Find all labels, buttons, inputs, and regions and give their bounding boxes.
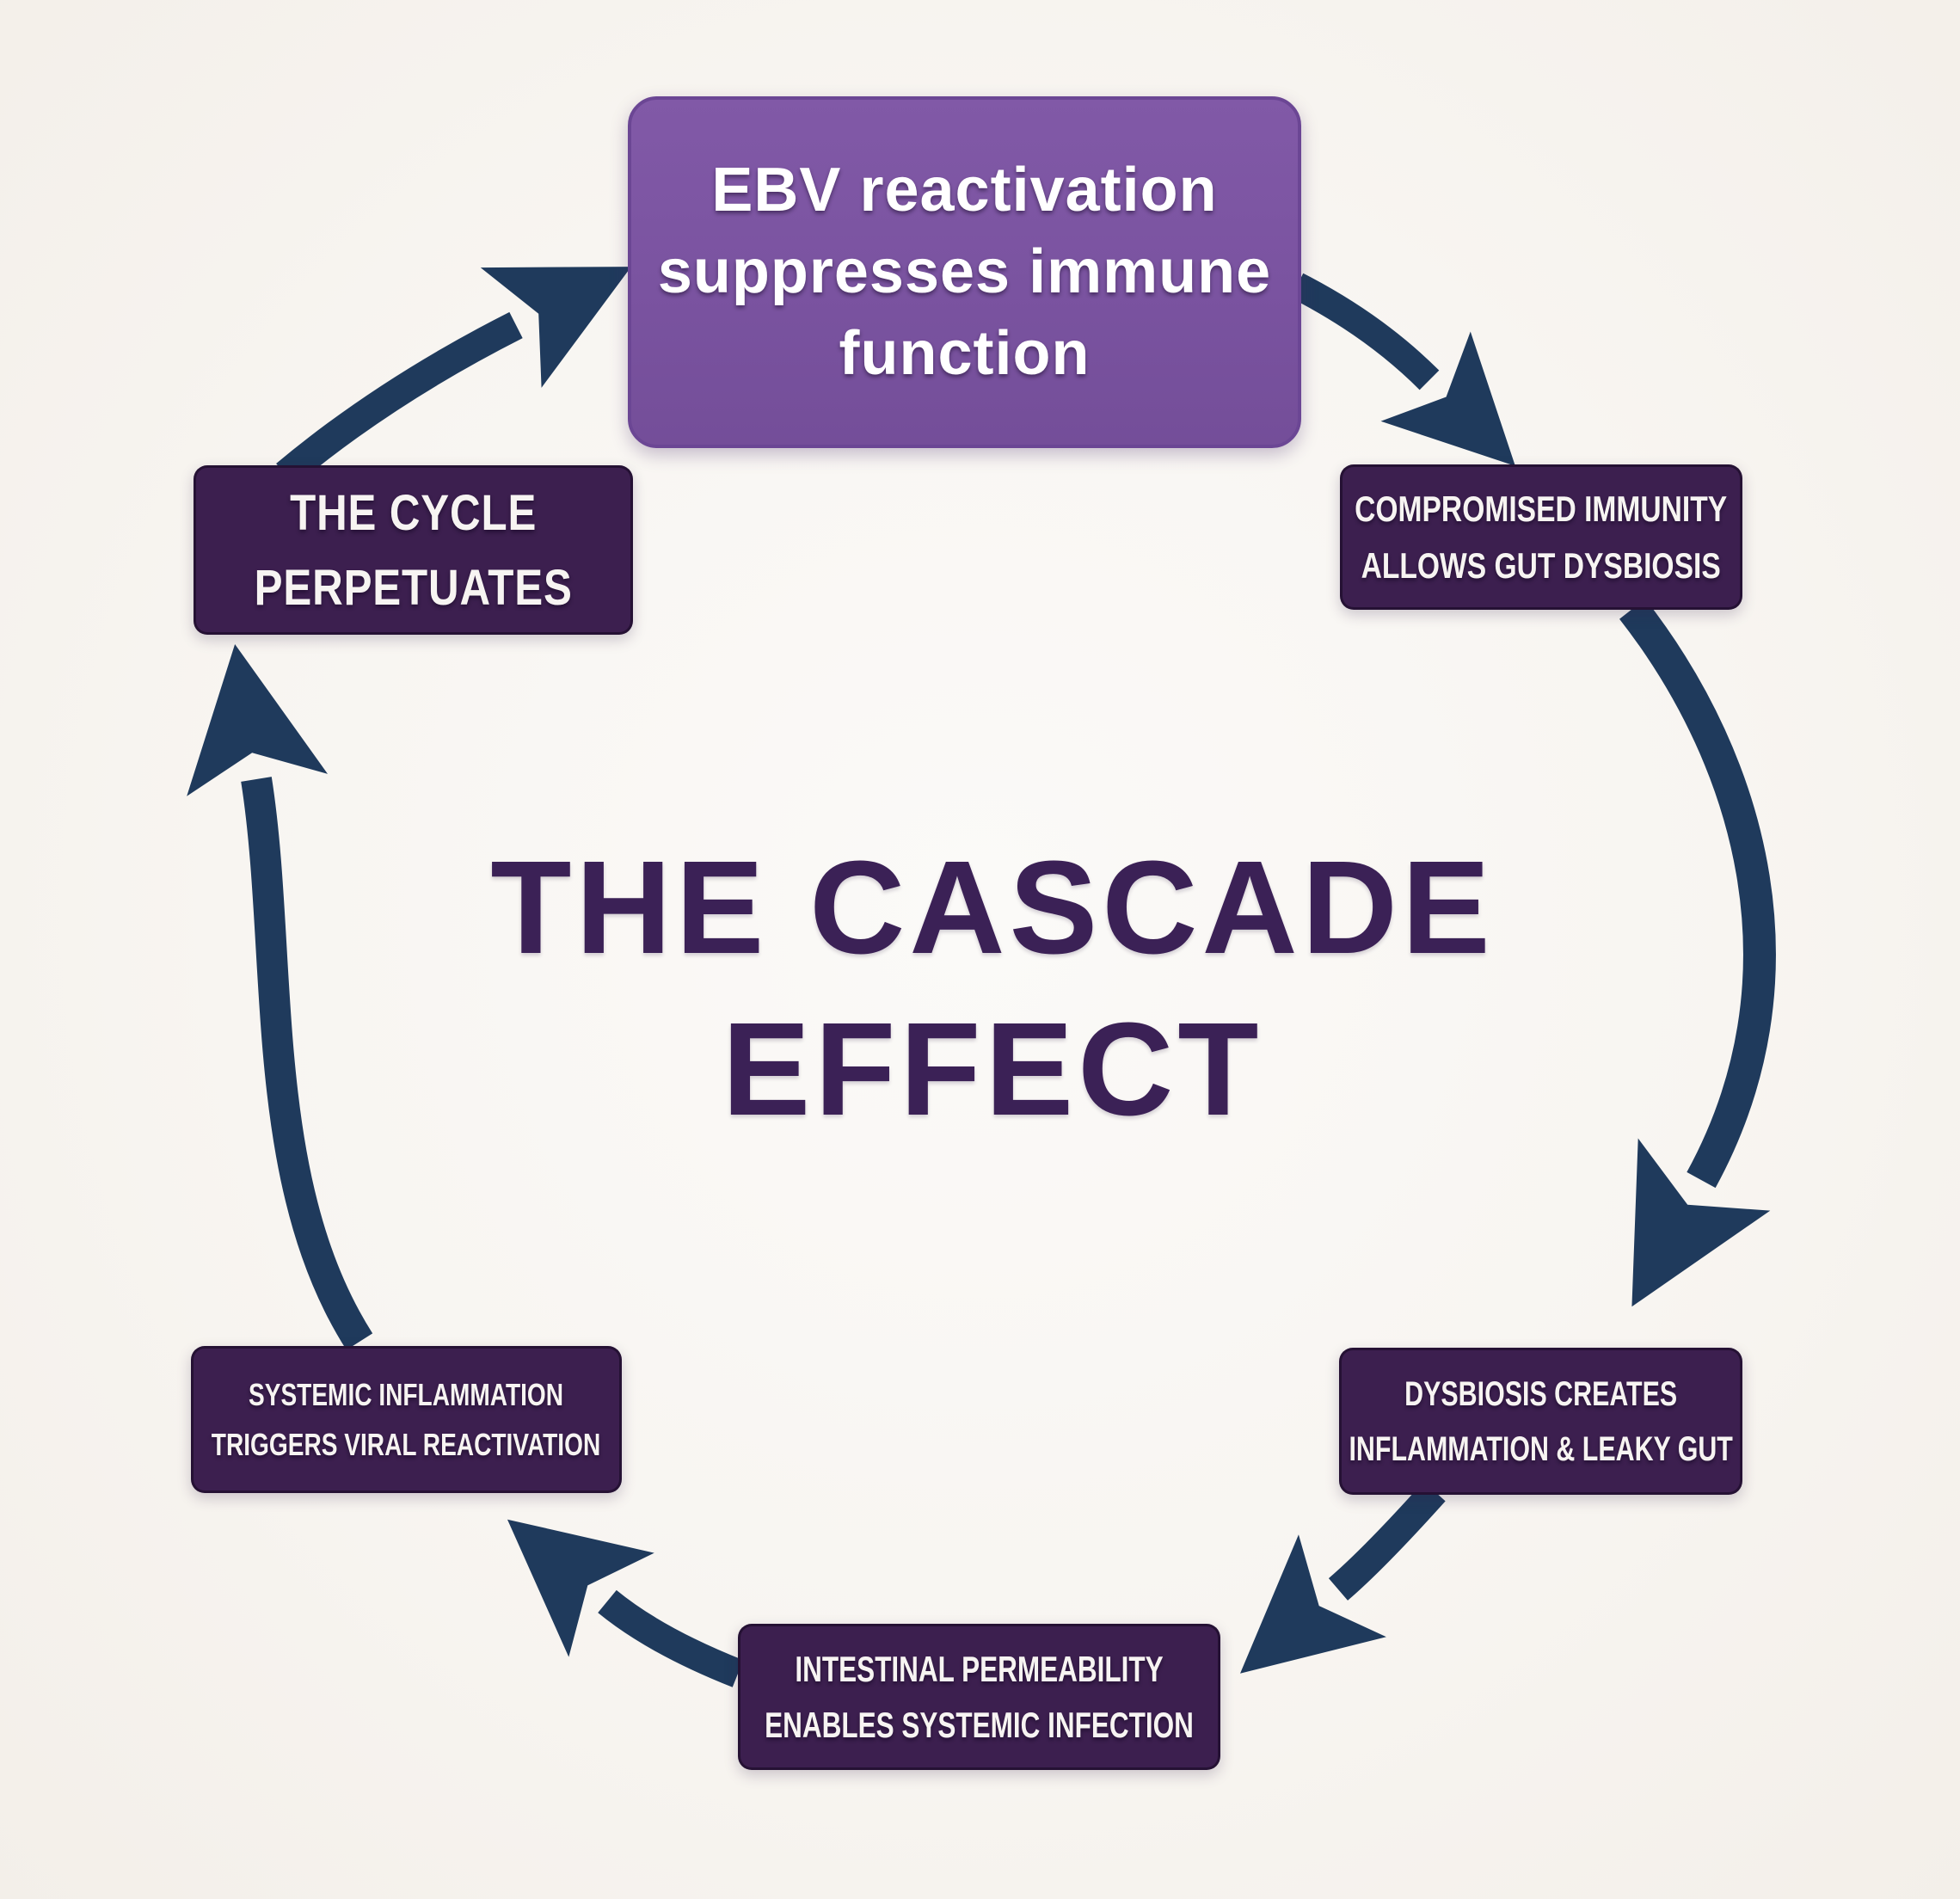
node-compromised-immunity: COMPROMISED IMMUNITY ALLOWS GUT DYSBIOSI… xyxy=(1340,464,1742,610)
arrow-systemic-to-cycle xyxy=(187,643,373,1350)
node-dysbiosis-creates: DYSBIOSIS CREATES INFLAMMATION & LEAKY G… xyxy=(1339,1348,1742,1495)
node-text-line: INTESTINAL PERMEABILITY xyxy=(795,1648,1164,1689)
node-ebv-reactivation-label: EBV reactivation suppresses immune funct… xyxy=(658,150,1271,395)
node-cycle-perpetuates-label: THE CYCLE PERPETUATES xyxy=(254,476,572,625)
node-text-line: EBV reactivation xyxy=(711,155,1218,224)
node-text-line: SYSTEMIC INFLAMMATION xyxy=(249,1376,564,1412)
node-ebv-reactivation: EBV reactivation suppresses immune funct… xyxy=(628,96,1301,448)
node-text-line: COMPROMISED IMMUNITY xyxy=(1355,489,1728,530)
node-systemic-inflammation: SYSTEMIC INFLAMMATION TRIGGERS VIRAL REA… xyxy=(191,1346,622,1493)
node-text-line: THE CYCLE xyxy=(289,484,538,541)
node-text-line: TRIGGERS VIRAL REACTIVATION xyxy=(212,1426,601,1462)
node-compromised-immunity-label: COMPROMISED IMMUNITY ALLOWS GUT DYSBIOSI… xyxy=(1355,481,1727,593)
node-text-line: DYSBIOSIS CREATES xyxy=(1404,1374,1677,1413)
node-text-line: INFLAMMATION & LEAKY GUT xyxy=(1349,1429,1733,1468)
arrow-intestinal-to-systemic xyxy=(507,1519,744,1687)
arrow-cycle-to-ebv xyxy=(276,267,631,487)
center-title-line1: THE CASCADE xyxy=(490,833,1495,981)
node-text-line: ALLOWS GUT DYSBIOSIS xyxy=(1361,544,1722,586)
node-dysbiosis-creates-label: DYSBIOSIS CREATES INFLAMMATION & LEAKY G… xyxy=(1349,1367,1732,1477)
node-cycle-perpetuates: THE CYCLE PERPETUATES xyxy=(194,465,633,635)
node-systemic-inflammation-label: SYSTEMIC INFLAMMATION TRIGGERS VIRAL REA… xyxy=(212,1370,600,1469)
arrow-dysbiosis-to-intestinal xyxy=(1240,1481,1446,1674)
node-intestinal-permeability-label: INTESTINAL PERMEABILITY ENABLES SYSTEMIC… xyxy=(765,1641,1194,1753)
arrow-ebv-to-compromised xyxy=(1290,273,1515,466)
node-text-line: PERPETUATES xyxy=(254,559,573,616)
node-intestinal-permeability: INTESTINAL PERMEABILITY ENABLES SYSTEMIC… xyxy=(738,1624,1220,1770)
arrow-compromised-to-dysbiosis xyxy=(1619,599,1776,1307)
center-title-line2: EFFECT xyxy=(722,994,1263,1143)
center-title: THE CASCADE EFFECT xyxy=(490,827,1494,1151)
node-text-line: ENABLES SYSTEMIC INFECTION xyxy=(765,1705,1194,1745)
node-text-line: suppresses immune xyxy=(657,237,1272,306)
node-text-line: function xyxy=(839,319,1091,389)
